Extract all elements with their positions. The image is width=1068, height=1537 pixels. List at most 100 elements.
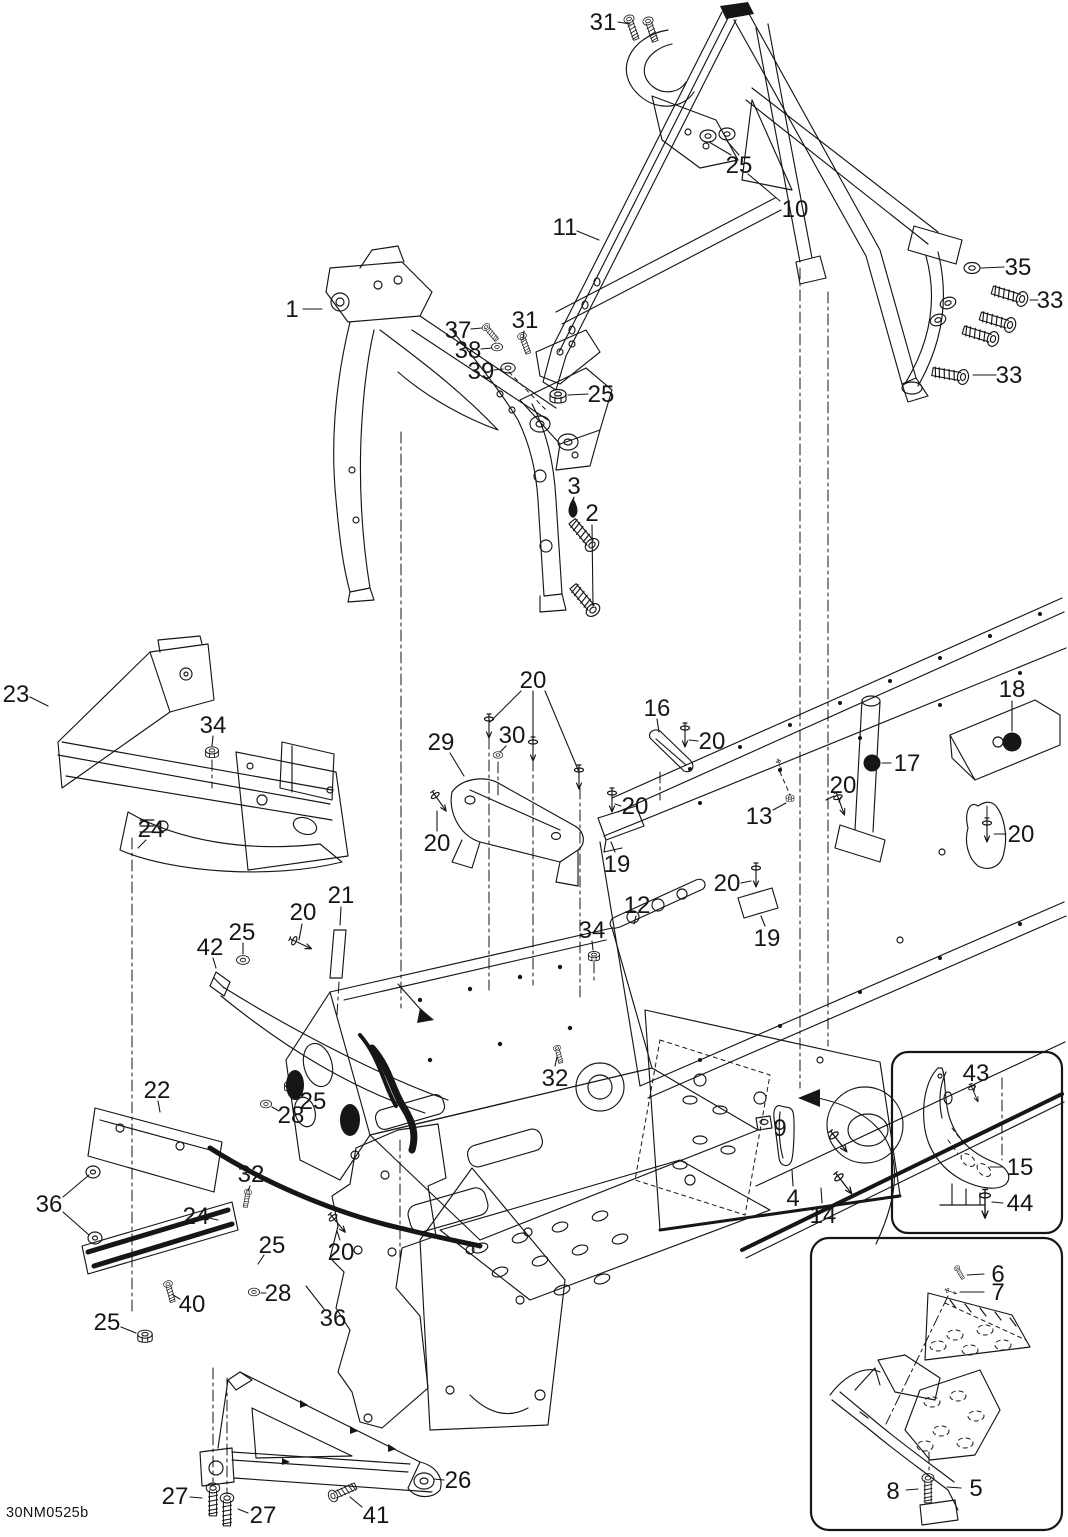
callout-leader [480, 347, 493, 350]
callout-leader [62, 1211, 90, 1236]
callout-leader [62, 1174, 90, 1198]
callout-leader [499, 745, 507, 753]
callout-36: 36 [36, 1191, 63, 1218]
pad-and-nut-drawing [755, 1105, 795, 1167]
callout-leader [946, 1486, 962, 1489]
callout-20: 20 [714, 870, 741, 897]
callout-3: 3 [567, 473, 580, 500]
callout-37: 37 [445, 317, 472, 344]
callout-leader [470, 327, 483, 330]
callout-24: 24 [183, 1203, 210, 1230]
callout-43: 43 [963, 1060, 990, 1087]
callout-leader [633, 915, 637, 925]
callout-35: 35 [1005, 254, 1032, 281]
callout-leader [271, 1106, 280, 1112]
callout-leader [349, 1496, 363, 1508]
inset-box [890, 1050, 1064, 1235]
callout-leader [966, 1273, 985, 1276]
callout-7: 7 [991, 1279, 1004, 1306]
callout-21: 21 [328, 882, 355, 909]
callout-leader [973, 1084, 976, 1092]
callout-leader [137, 839, 147, 849]
callout-1: 1 [285, 296, 298, 323]
callout-30: 30 [499, 722, 526, 749]
callout-leader [29, 696, 49, 707]
callout-15: 15 [1007, 1154, 1034, 1181]
callout-leader [189, 1496, 203, 1499]
callout-25: 25 [229, 919, 256, 946]
callout-leader [838, 796, 842, 803]
callout-11: 11 [553, 214, 578, 241]
callout-leader [760, 915, 766, 927]
lower-left-panels-drawing [81, 1107, 566, 1431]
callout-27: 27 [162, 1483, 189, 1510]
bulkhead-drawing [207, 927, 904, 1301]
callout-40: 40 [179, 1291, 206, 1318]
callout-leader [298, 923, 303, 941]
callout-32: 32 [238, 1161, 265, 1188]
callout-leader [157, 1100, 161, 1113]
callout-20: 20 [424, 830, 451, 857]
callout-34: 34 [579, 917, 606, 944]
callout-28: 28 [265, 1280, 292, 1307]
callout-19: 19 [754, 925, 781, 952]
callout-38: 38 [455, 337, 482, 364]
callout-20: 20 [699, 728, 726, 755]
callout-leader [257, 1254, 265, 1265]
callout-31: 31 [590, 9, 617, 36]
callout-25: 25 [259, 1232, 286, 1259]
callout-44: 44 [1007, 1190, 1034, 1217]
callout-24: 24 [138, 816, 165, 843]
callout-16: 16 [644, 695, 671, 722]
callout-leader [172, 1294, 181, 1300]
callout-33: 33 [1037, 287, 1064, 314]
callout-25: 25 [94, 1309, 121, 1336]
callout-17: 17 [894, 750, 921, 777]
callout-14: 14 [810, 1202, 837, 1229]
callout-layer: 3125101113738393125353333322334242016202… [3, 9, 1064, 1532]
callout-23: 23 [3, 681, 30, 708]
callout-39: 39 [468, 358, 495, 385]
callout-leader [991, 1201, 1004, 1204]
callout-36: 36 [320, 1305, 347, 1332]
callout-31: 31 [512, 307, 539, 334]
callout-leader [905, 1488, 919, 1491]
callout-33: 33 [996, 362, 1023, 389]
callout-leader [791, 1169, 794, 1187]
callout-5: 5 [969, 1475, 982, 1502]
callout-leader [212, 957, 217, 969]
callout-leader [825, 795, 835, 801]
callout-6: 6 [991, 1261, 1004, 1288]
callout-25: 25 [588, 381, 615, 408]
callout-34: 34 [200, 712, 227, 739]
callout-20: 20 [830, 772, 857, 799]
callout-leader [567, 393, 589, 396]
callout-20: 20 [622, 793, 649, 820]
construction-lines [131, 267, 1003, 1495]
callout-25: 25 [300, 1088, 327, 1115]
hardware-drawing [137, 13, 1031, 1527]
callout-leader [522, 330, 525, 341]
callout-20: 20 [328, 1239, 355, 1266]
callout-leader [544, 690, 580, 773]
callout-20: 20 [520, 667, 547, 694]
callout-10: 10 [782, 196, 809, 223]
tunnel-drawing [599, 597, 1067, 1259]
callout-19: 19 [604, 851, 631, 878]
callout-42: 42 [197, 934, 224, 961]
callout-leader [708, 141, 732, 156]
callout-leader [614, 803, 622, 807]
drawing-number: 30NM0525b [6, 1505, 89, 1521]
callout-leader [305, 1285, 325, 1310]
inset-box [809, 1236, 1064, 1532]
callout-20: 20 [1008, 821, 1035, 848]
callout-leader [336, 1230, 341, 1241]
callout-32: 32 [542, 1065, 569, 1092]
callout-leader [493, 368, 504, 371]
callout-13: 13 [746, 803, 773, 830]
callout-leader [772, 802, 787, 811]
callout-leader [726, 140, 740, 156]
callout-27: 27 [250, 1502, 277, 1529]
callout-leader [339, 906, 342, 926]
